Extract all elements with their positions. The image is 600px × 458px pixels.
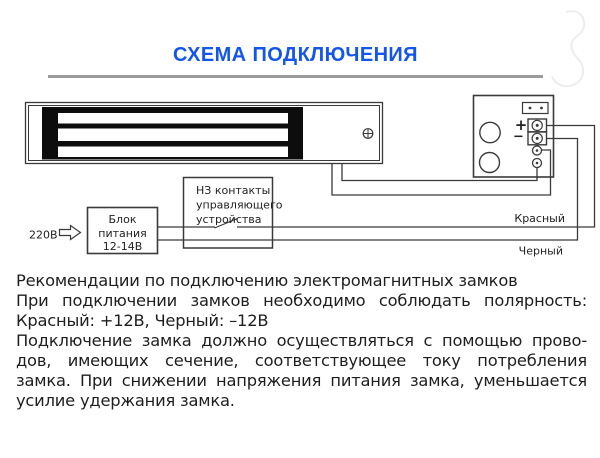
plus-terminal <box>527 118 548 133</box>
mains-voltage-label: 220В <box>29 229 58 242</box>
nc-label-line1: НЗ контакты <box>196 184 270 197</box>
mains-arrow-icon <box>58 224 82 241</box>
maglock-lamination-stripe <box>58 128 288 141</box>
nc-label-line3: устройства <box>196 213 262 226</box>
recommendation-line: Рекомендации по подключению электромагни… <box>16 271 518 290</box>
recommendations-text: Рекомендации по подключению электромагни… <box>16 271 587 411</box>
psu-label-line3: 12-14В <box>103 240 143 253</box>
jumper-block <box>521 101 549 115</box>
controller-box: + − <box>472 94 555 178</box>
recommendation-line: замка. При снижении напряжения питания з… <box>16 371 587 390</box>
nc-contacts-box: НЗ контакты управляющего устройства <box>182 176 283 249</box>
recommendation-line: усилие удержания замка. <box>16 391 235 410</box>
lock-wire-outer <box>331 149 552 196</box>
mounting-hole <box>479 121 501 144</box>
recommendation-line: Подключение замка должно осуществляться … <box>16 331 587 350</box>
recommendation-line: дов, имеющих сечение, соответствующее то… <box>16 351 587 370</box>
page-title: СХЕМА ПОДКЛЮЧЕНИЯ <box>173 44 418 66</box>
minus-label: − <box>513 130 524 145</box>
wires <box>157 124 596 241</box>
plus-label: + <box>515 116 528 134</box>
maglock-lamination-stripe <box>58 146 288 157</box>
maglock-lamination-stripe <box>58 113 288 124</box>
recommendation-line: Красный: +12В, Черный: –12В <box>16 311 269 330</box>
recommendation-line: При подключении замков необходимо соблюд… <box>16 291 587 310</box>
maglock-body <box>24 101 384 165</box>
minus-terminal <box>527 131 548 146</box>
nc-label-line2: управляющего <box>196 199 283 212</box>
black-wire-label: Черный <box>519 245 563 258</box>
mounting-hole <box>478 151 501 174</box>
red-wire <box>237 124 596 228</box>
mounting-screw-icon <box>362 128 374 139</box>
red-wire-label: Красный <box>514 212 565 225</box>
psu-label-line1: Блок <box>109 213 137 226</box>
lock-terminal <box>531 157 543 169</box>
black-wire <box>157 137 579 241</box>
watermark <box>551 10 586 88</box>
psu-label-line2: питания <box>98 227 146 240</box>
lock-terminal <box>531 145 543 156</box>
nc-switch-blade <box>214 217 238 229</box>
power-supply-box: Блок питания 12-14В <box>86 206 159 255</box>
lock-wire-inner <box>341 163 538 182</box>
title-underline <box>48 75 543 78</box>
